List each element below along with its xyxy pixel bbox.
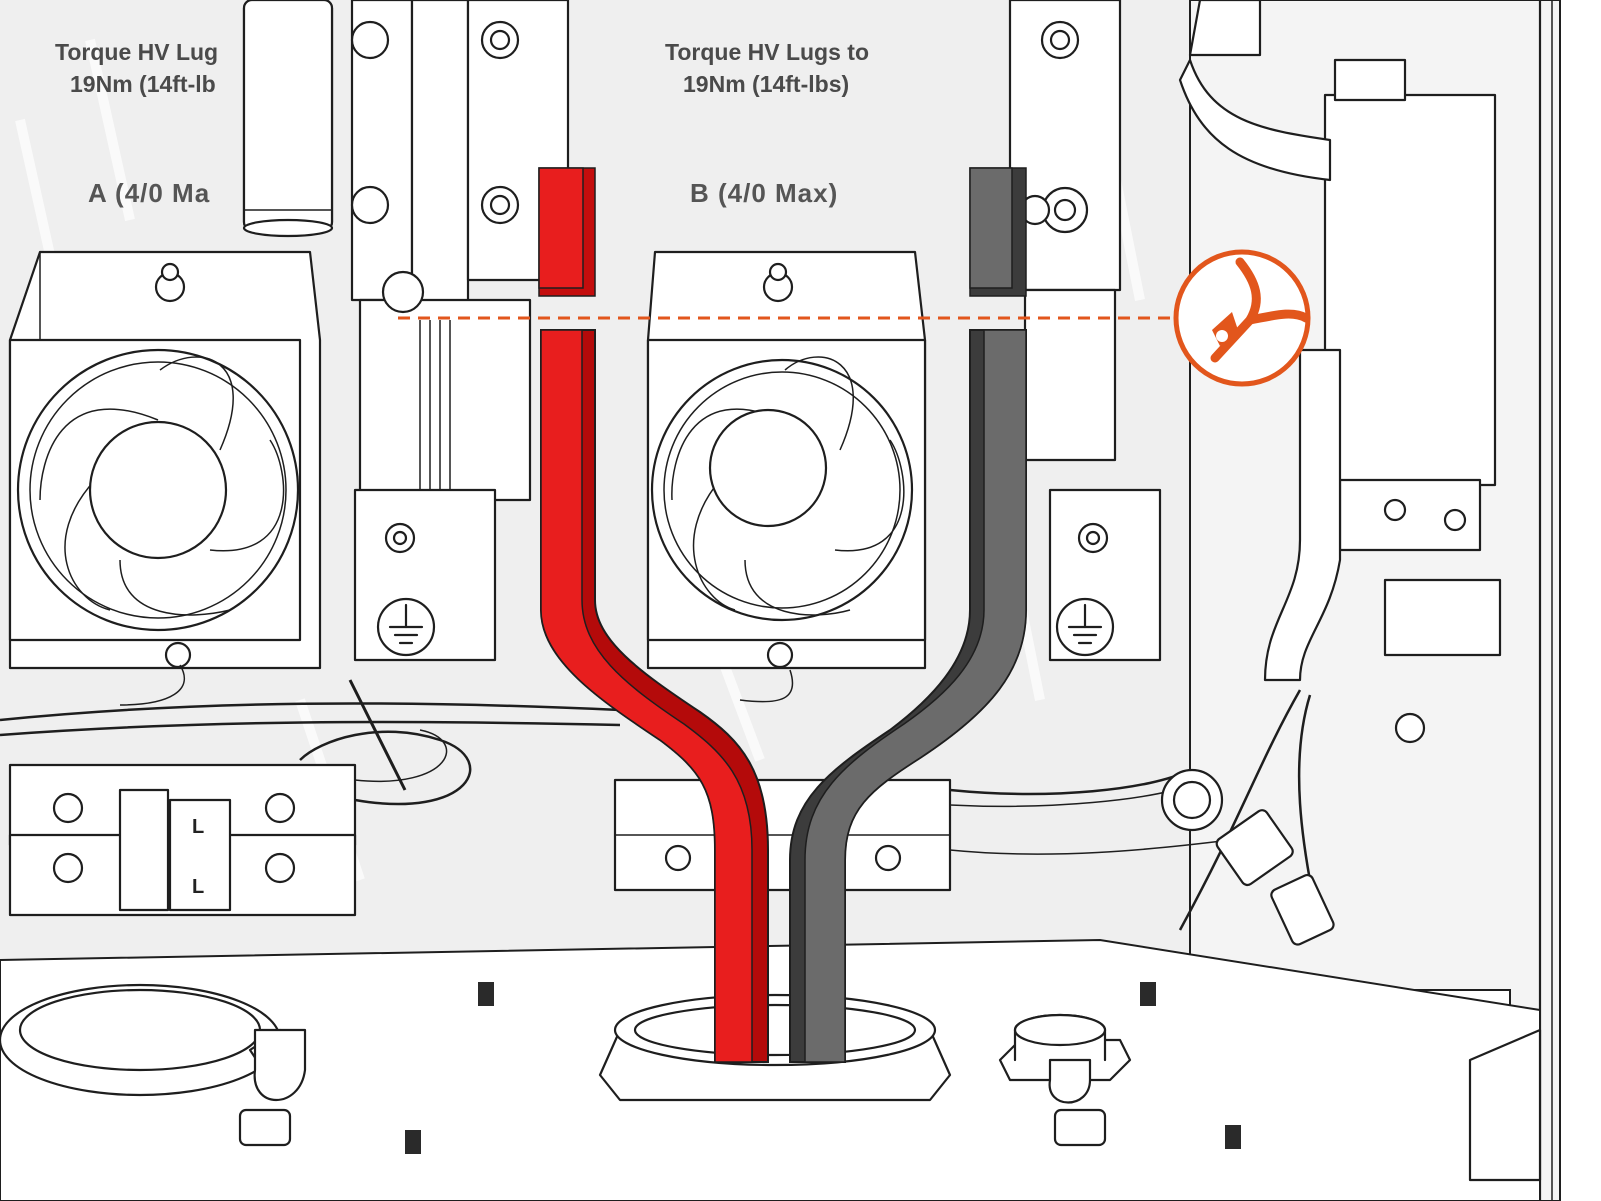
breaker-label-upper: L [192,816,204,838]
positive-cable-stub [538,167,596,297]
connector-plug [1215,809,1335,946]
torque-label-b-line2: 19Nm (14ft-lbs) [683,71,849,97]
section-label-b: B (4/0 Max) [690,178,838,208]
ground-symbol-icon [1055,597,1115,657]
lug-a-cylinder [242,0,334,238]
cooling-fan-b [646,250,927,670]
ground-pad-a [353,488,497,662]
terminal-block [613,778,952,892]
cooling-fan-a [8,250,322,670]
lug-assembly-a [242,0,570,502]
floor-studs [405,982,1241,1154]
positive-hv-cable [538,167,769,1063]
conduit-knockout-right [998,1013,1132,1147]
conduit-knockout-left [0,983,307,1147]
negative-cable-stub [969,167,1027,297]
labels: Torque HV Lug 19Nm (14ft-lb A (4/0 Ma To… [55,39,869,208]
section-label-a: A (4/0 Ma [88,178,210,208]
breaker-label-lower: L [192,876,204,898]
ground-symbol-icon [376,597,436,657]
lug-assembly-b [1008,0,1122,462]
negative-hv-cable [789,167,1027,1063]
torque-label-b-line1: Torque HV Lugs to [665,39,869,65]
torque-label-a-line1: Torque HV Lug [55,39,218,65]
breaker-block: L L [8,763,357,917]
floor-corner-bracket [1468,1028,1542,1182]
torque-label-a-line2: 19Nm (14ft-lb [70,71,216,97]
ground-pad-b [1048,488,1162,662]
grommet-side [1160,768,1224,832]
side-bracket [1178,0,1502,744]
wire-cutter-icon [1173,249,1311,387]
cable-gland-center [598,993,952,1102]
